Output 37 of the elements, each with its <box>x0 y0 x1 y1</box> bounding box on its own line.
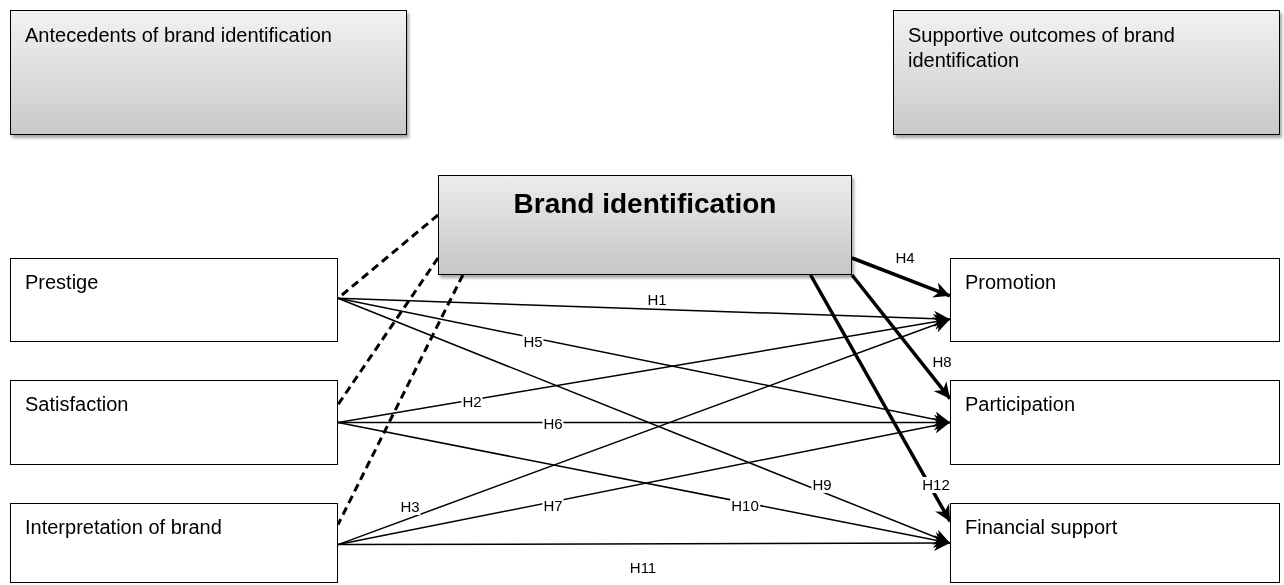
construct-box <box>950 380 1280 465</box>
edge-label: H2 <box>461 394 483 410</box>
category-box <box>10 10 407 135</box>
node-label: Antecedents of brand identification <box>25 23 332 48</box>
edge-label: H11 <box>628 560 658 576</box>
dashed-line <box>336 274 465 526</box>
edge-label: H10 <box>730 498 760 514</box>
edge-label: H1 <box>646 292 668 308</box>
construct-box <box>950 503 1280 583</box>
arrow <box>850 273 952 400</box>
edge-label: H8 <box>931 354 953 370</box>
node-label: Financial support <box>965 516 1118 539</box>
node-label: Brand identification <box>513 188 777 220</box>
dashed-line <box>336 257 440 406</box>
construct-box <box>950 258 1280 342</box>
node-label: Prestige <box>25 271 99 294</box>
arrow <box>337 535 951 552</box>
node-label: Interpretation of brand <box>25 516 222 539</box>
node-label: Supportive outcomes of brand identification <box>908 23 1176 73</box>
construct-box <box>10 258 338 342</box>
arrow <box>337 297 951 428</box>
edge-label: H9 <box>811 477 833 493</box>
category-box <box>893 10 1280 135</box>
edge-label: H5 <box>522 334 544 350</box>
arrow <box>809 274 952 523</box>
construct-box <box>438 175 852 275</box>
node-label: Promotion <box>965 271 1057 294</box>
edge-label: H4 <box>894 250 916 266</box>
node-label: Participation <box>965 393 1076 416</box>
edge-label: H12 <box>921 477 951 493</box>
construct-box <box>10 380 338 465</box>
edge-label: H3 <box>399 499 421 515</box>
arrow <box>851 256 951 298</box>
node-label: Satisfaction <box>25 393 129 416</box>
edge-label: H6 <box>542 416 564 432</box>
construct-box <box>10 503 338 583</box>
edge-label: H7 <box>542 498 564 514</box>
